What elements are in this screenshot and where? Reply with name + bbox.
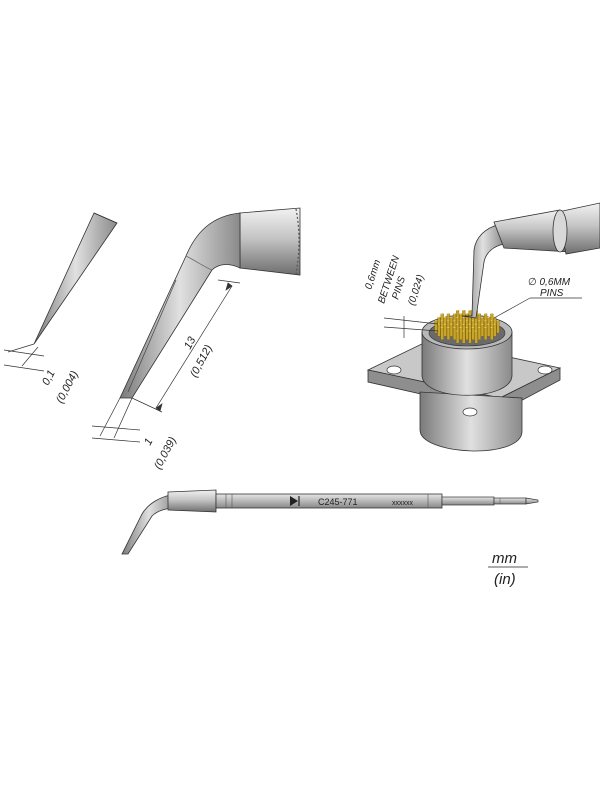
- connector-pin-head: [484, 320, 488, 322]
- connector-pin-head: [459, 326, 463, 329]
- tip-length-value: 13: [182, 334, 199, 351]
- connector-pin: [496, 320, 500, 334]
- connector-pin-head: [471, 326, 475, 329]
- connector-pin: [480, 324, 484, 337]
- cartridge-illustration: [121, 489, 539, 555]
- pin-spacing-leader: [383, 316, 439, 338]
- tip-end-inch: (0,039): [152, 435, 179, 472]
- connector-pin: [468, 331, 472, 344]
- connector-pin-head: [462, 330, 466, 333]
- connector-pin-head: [462, 316, 466, 319]
- connector-pin-head: [462, 323, 466, 326]
- connector-pin-head: [434, 320, 438, 322]
- connector-pin-head: [465, 313, 469, 316]
- connector-pin: [471, 327, 475, 340]
- connector-pin-head: [446, 313, 450, 316]
- connector-pin: [474, 331, 478, 344]
- polarity-marker-icon: [290, 496, 298, 506]
- connector-pin-head: [496, 320, 500, 322]
- connector-pin-head: [477, 313, 481, 316]
- connector-pin: [446, 327, 450, 340]
- cartridge-serial: xxxxxx: [392, 500, 414, 507]
- connector-pin-head: [449, 323, 453, 326]
- connector-pin: [477, 327, 481, 340]
- tip-side-view: [119, 207, 301, 399]
- pin-spacing-mm: 0,6mm: [363, 258, 383, 290]
- connector-pin-head: [446, 326, 450, 329]
- connector-pin: [493, 324, 497, 337]
- tip-end-dimension: [91, 397, 141, 443]
- connector-pin-head: [443, 323, 447, 326]
- connector-pin-head: [490, 326, 494, 329]
- connector-pin-head: [456, 309, 460, 312]
- mounting-hole: [386, 365, 402, 375]
- pin-diameter-label: PINS: [540, 288, 564, 299]
- connector-pin-head: [474, 330, 478, 333]
- connector-pin: [456, 331, 460, 344]
- connector-pin-head: [456, 323, 460, 326]
- pin-diameter-leader: [493, 297, 582, 319]
- connector-pin-head: [459, 320, 463, 322]
- tip-end-value: 1: [142, 436, 155, 447]
- connector-pin-head: [440, 313, 444, 316]
- connector-pin-head: [471, 320, 475, 322]
- units-metric: mm: [492, 550, 517, 567]
- connector-pin-head: [487, 323, 491, 326]
- tip-front-view: [33, 212, 118, 345]
- connector-pin-head: [462, 309, 466, 312]
- connector-pin: [453, 327, 457, 340]
- connector-pin: [449, 324, 453, 337]
- connector-pin: [465, 327, 469, 340]
- connector-pin-head: [453, 320, 457, 322]
- pin-diameter-value: ∅ 0,6MM: [528, 277, 571, 288]
- connector-pin-head: [453, 313, 457, 316]
- connector-pin-head: [446, 320, 450, 322]
- connector-pin-head: [443, 316, 447, 319]
- connector-pin-head: [490, 320, 494, 322]
- connector-illustration: [366, 202, 600, 452]
- mounting-hole: [537, 365, 553, 375]
- connector-pin-head: [480, 323, 484, 326]
- connector-pin-head: [468, 309, 472, 312]
- tip-width-inch: (0,004): [54, 369, 81, 406]
- connector-pin-head: [493, 323, 497, 326]
- units-legend: mm (in): [488, 550, 528, 588]
- connector-pin-head: [468, 323, 472, 326]
- connector-pin-head: [484, 326, 488, 329]
- cartridge-code: C245-771: [318, 497, 358, 507]
- connector-pin-head: [480, 316, 484, 319]
- connector-pin-head: [490, 313, 494, 316]
- connector-pin-head: [465, 326, 469, 329]
- connector-pin-head: [465, 320, 469, 322]
- connector-pin-head: [437, 323, 441, 326]
- connector-pin: [437, 324, 441, 337]
- mounting-hole: [462, 407, 478, 417]
- connector-pin: [484, 327, 488, 340]
- connector-pin-head: [456, 316, 460, 319]
- connector-pin-head: [477, 326, 481, 329]
- connector-pin-head: [459, 313, 463, 316]
- connector-pin-head: [484, 313, 488, 316]
- connector-pin-head: [468, 330, 472, 333]
- connector-pin-head: [453, 326, 457, 329]
- connector-pin: [459, 327, 463, 340]
- connector-pin: [487, 324, 491, 337]
- connector-pin: [440, 327, 444, 340]
- connector-pin: [462, 331, 466, 344]
- connector-pin-head: [437, 316, 441, 319]
- units-imperial: (in): [494, 571, 516, 588]
- connector-pin-head: [487, 316, 491, 319]
- connector-pin: [443, 324, 447, 337]
- connector-pin-head: [449, 316, 453, 319]
- connector-pin-head: [477, 320, 481, 322]
- connector-pin-head: [474, 323, 478, 326]
- pin-spacing-inch: (0,024): [406, 273, 426, 307]
- connector-pin: [490, 327, 494, 340]
- tip-width-dimension: [3, 343, 45, 372]
- connector-pin-head: [456, 330, 460, 333]
- connector-pin-head: [440, 320, 444, 322]
- connector-pin-head: [440, 326, 444, 329]
- tip-length-dimension: [131, 279, 241, 413]
